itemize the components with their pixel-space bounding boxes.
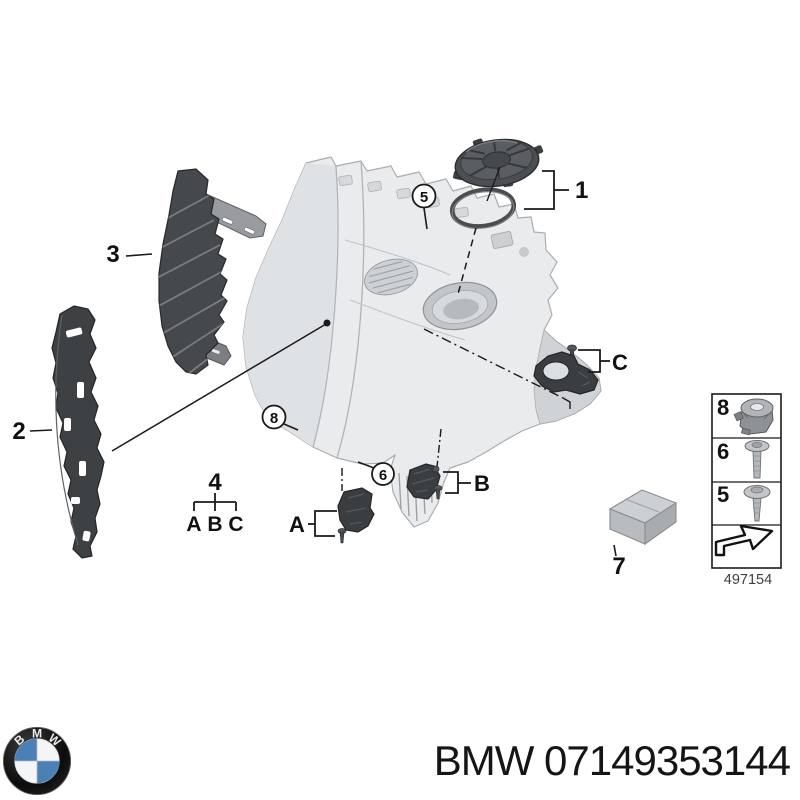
callout-6-label: 6 <box>379 467 387 484</box>
logo-letter-m: M <box>32 727 42 741</box>
legend-4-abc: 4 A B C <box>186 469 243 536</box>
circled-callout-8: 8 <box>261 404 299 431</box>
bracket-c-lines <box>578 349 610 373</box>
leader-1-inner <box>486 166 501 202</box>
dashdot-b <box>436 428 442 468</box>
callout-1-label: 1 <box>575 177 588 204</box>
part-bracket-c <box>533 344 599 395</box>
legend-item-a: A <box>186 513 201 536</box>
screw-6-icon <box>744 440 770 479</box>
callout-b-label: B <box>474 471 490 496</box>
panel-row-6-label: 6 <box>717 439 729 464</box>
part-bracket-a <box>337 487 375 544</box>
dashdot-c <box>423 328 571 409</box>
circled-callout-6: 6 <box>357 461 395 486</box>
part-o-ring <box>449 187 517 229</box>
callout-8-label: 8 <box>270 410 278 427</box>
bracket-1-lines <box>524 170 555 210</box>
direction-arrow-icon <box>714 524 774 557</box>
exploded-diagram-canvas: 3 2 1 <box>12 138 782 588</box>
legend-4-label: 4 <box>208 469 222 496</box>
leader-2 <box>29 429 53 432</box>
callout-3-label: 3 <box>106 241 119 268</box>
callout-7-label: 7 <box>612 553 625 580</box>
callout-5-label: 5 <box>420 189 428 206</box>
bracket-b-lines <box>443 471 471 494</box>
screw-5-icon <box>743 485 771 522</box>
bulb-opening <box>422 281 498 331</box>
screw-a-icon <box>337 528 347 544</box>
leader-3 <box>125 253 153 257</box>
part-mount-bracket-3 <box>158 168 267 375</box>
leader-7 <box>613 544 617 557</box>
leader-2-dot-line <box>111 319 331 452</box>
panel-row-5-label: 5 <box>717 482 729 507</box>
circled-callout-5: 5 <box>411 183 437 230</box>
callout-a-label: A <box>289 512 305 537</box>
headlight-housing <box>242 156 602 528</box>
panel-row-8-label: 8 <box>717 395 729 420</box>
callout-2-label: 2 <box>12 418 25 445</box>
callout-c-label: C <box>612 350 628 375</box>
screw-b-icon <box>433 485 443 500</box>
part-trim-panel-2 <box>51 305 105 559</box>
footer: B M W BMW 07149353144 <box>0 722 800 800</box>
bmw-roundel-logo: B M W <box>2 727 72 796</box>
fastener-panel: 8 6 5 <box>711 393 782 569</box>
part-number-text: BMW 07149353144 <box>433 737 791 784</box>
housing-rib-patch <box>364 258 418 296</box>
bracket-a-lines <box>308 510 337 537</box>
panel-code: 497154 <box>724 572 772 588</box>
part-bracket-b <box>406 463 443 500</box>
part-vent-cap <box>453 138 544 188</box>
adjuster-icon <box>733 398 774 436</box>
legend-item-c: C <box>228 513 243 536</box>
part-foam-box-7 <box>608 489 678 546</box>
legend-item-b: B <box>207 513 222 536</box>
